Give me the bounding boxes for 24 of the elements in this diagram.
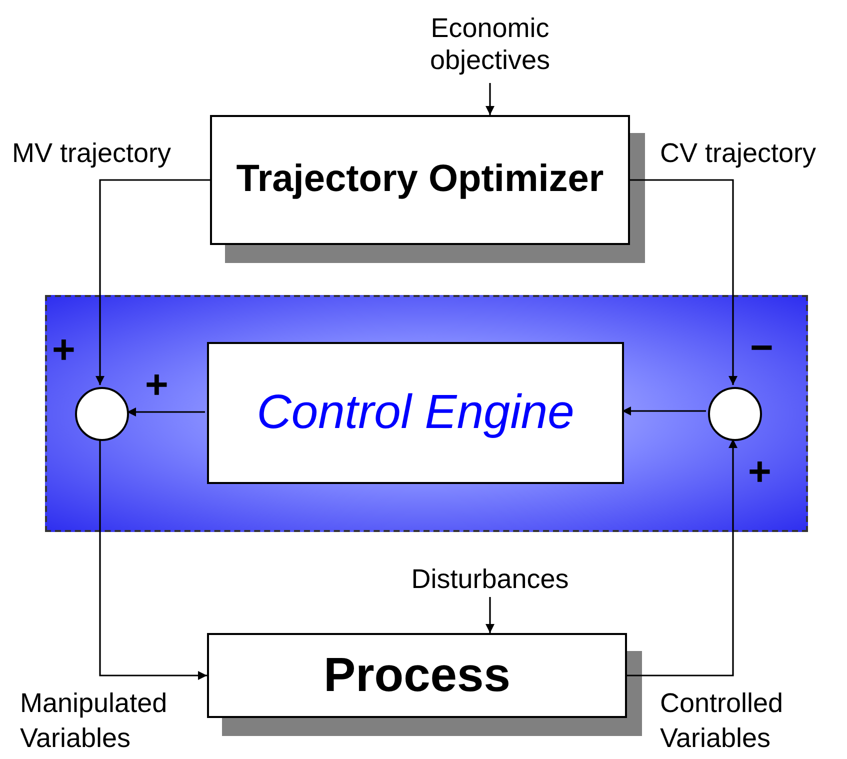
sign-label: +: [748, 452, 772, 492]
arrow: [127, 408, 205, 416]
sign-label: +: [52, 330, 76, 370]
arrow: [486, 597, 494, 633]
edge-label: MV trajectory: [12, 137, 172, 170]
arrow: [96, 179, 210, 385]
summing-junction: [708, 387, 762, 441]
arrow: [99, 439, 207, 680]
control-engine-box: Control Engine: [207, 342, 624, 484]
input-label: Disturbances: [390, 561, 590, 597]
input-label: Economic objectives: [400, 5, 580, 83]
edge-label: CV trajectory: [660, 137, 816, 170]
optimizer-box: Trajectory Optimizer: [210, 115, 630, 245]
edge-label: Controlled Variables: [660, 687, 784, 756]
highlight-band: [45, 295, 808, 532]
arrow: [486, 83, 494, 115]
arrow: [627, 439, 738, 676]
arrow: [622, 406, 706, 416]
arrow: [630, 179, 738, 385]
sign-label: +: [145, 365, 168, 405]
summing-junction: [75, 387, 129, 441]
edge-label: Manipulated Variables: [20, 687, 168, 756]
sign-label: −: [750, 328, 774, 368]
process-box: Process: [207, 633, 627, 718]
